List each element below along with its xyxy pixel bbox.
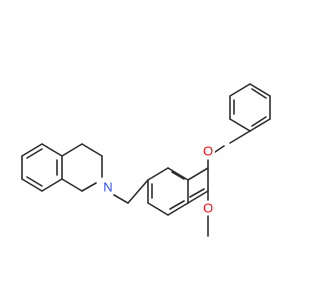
nitrogen-label: N	[103, 180, 112, 195]
central-benzene-ring	[147, 167, 209, 216]
fused-aromatic-ring	[21, 143, 63, 192]
tetrahydro-ring	[61, 143, 103, 192]
methoxy-oxygen-label: O	[203, 201, 213, 216]
atom-methoxy-oxygen: O	[201, 201, 215, 216]
ether-oxygen-label: O	[203, 144, 213, 159]
atom-ether-oxygen: O	[201, 144, 215, 159]
atom-nitrogen: N	[101, 180, 115, 195]
molecule-structure-diagram: N O O	[21, 83, 271, 237]
methylene-bridge	[113, 179, 149, 204]
benzyl-phenyl-ring	[229, 83, 271, 132]
